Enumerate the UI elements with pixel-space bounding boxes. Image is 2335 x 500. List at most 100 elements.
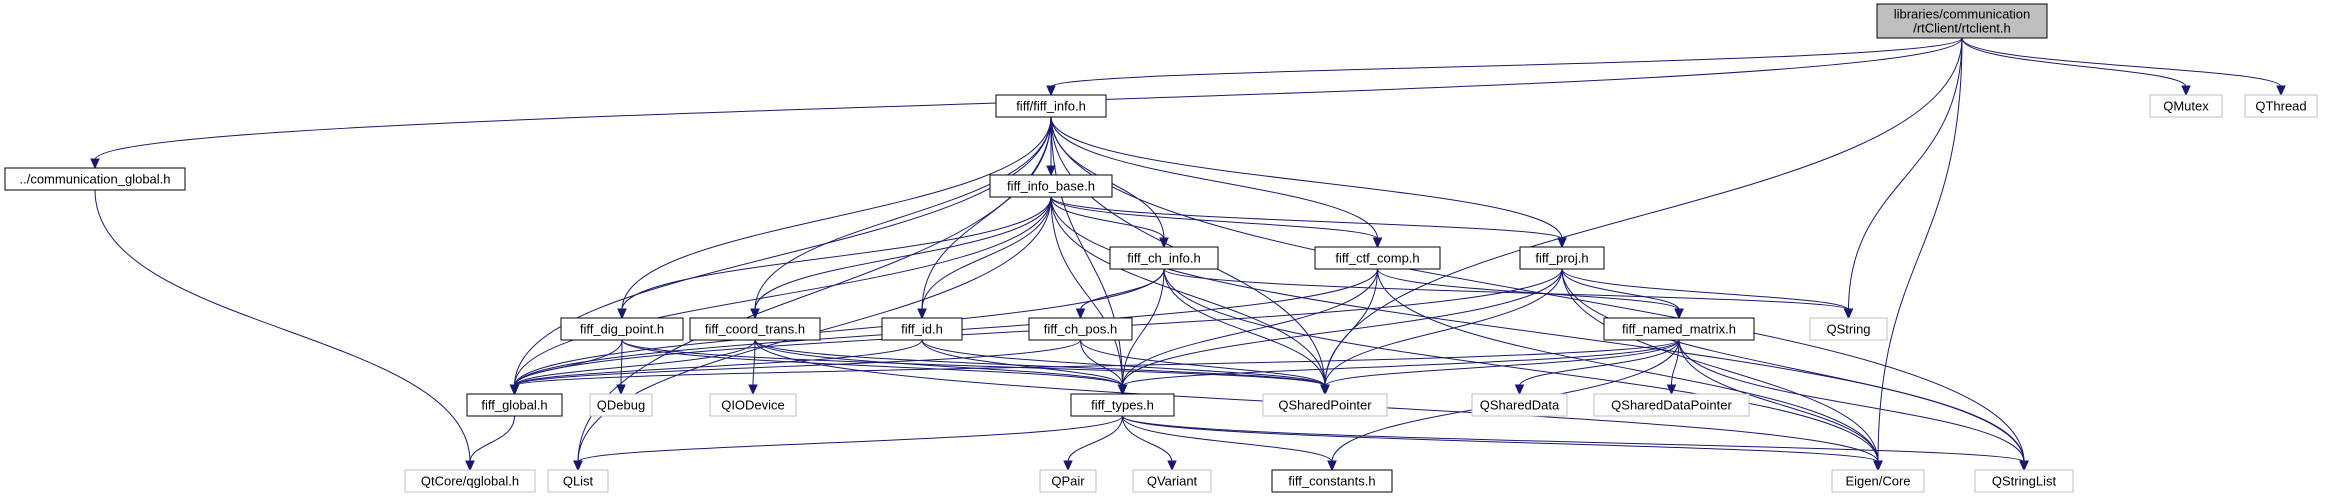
node-box [995,94,1107,118]
edge-fiff_types-to-qstringlist [1122,415,2029,472]
edge-layer [90,37,2286,472]
edge-rtclient-to-qstring [1843,37,1963,320]
node-qmutex: QMutex [2149,94,2223,118]
node-comm-global[interactable]: ../communication_global.h [4,167,186,191]
edge-rtclient-to-qthread [1961,37,2286,97]
node-label: fiff_id.h [901,322,943,337]
node-box [1109,246,1219,270]
edge-comm_global-to-qtcore_qglobal [94,189,475,472]
edge-fiff_id-to-fiff_global [509,339,923,396]
edge-fiff_info-to-fiff_coord_trans [750,116,1052,320]
node-label: QString [1826,322,1870,337]
node-label: fiff_dig_point.h [580,322,664,337]
node-label: fiff_ctf_comp.h [1335,251,1419,266]
node-label: fiff_ch_info.h [1127,251,1200,266]
node-label: fiff_types.h [1091,398,1154,413]
edge-fiff_named_matrix-to-qshareddata [1514,339,1680,396]
node-label: QVariant [1147,474,1198,489]
node-label: Eigen/Core [1845,474,1910,489]
node-box [881,317,963,341]
edge-fiff_named_matrix-to-qsharedpointer [1320,339,1680,396]
edge-fiff_info-to-fiff_global [509,116,1052,396]
node-fiff-ctf-comp[interactable]: fiff_ctf_comp.h [1314,246,1441,270]
edge-rtclient-to-fiff_info [1046,37,1963,97]
node-box [1593,393,1750,417]
node-label: /rtClient/rtclient.h [1913,21,2011,36]
node-fiff-info[interactable]: fiff/fiff_info.h [995,94,1107,118]
edge-fiff_info_base-to-fiff_ch_info [1050,196,1169,249]
node-rtclient[interactable]: libraries/communication/rtClient/rtclien… [1876,3,2048,39]
node-fiff-named-matrix[interactable]: fiff_named_matrix.h [1603,317,1755,341]
edge-rtclient-to-qsharedpointer [1320,37,1963,396]
node-label: QSharedPointer [1278,398,1372,413]
node-label: libraries/communication [1894,7,2031,22]
edge-rtclient-to-qmutex [1961,37,2191,97]
edge-fiff_types-to-qlist [573,415,1123,472]
edge-fiff_named_matrix-to-qshareddatapointer [1666,339,1680,396]
node-qthread: QThread [2244,94,2318,118]
node-fiff-proj[interactable]: fiff_proj.h [1519,246,1605,270]
edge-fiff_proj-to-qstring [1561,268,1854,320]
node-label: QSharedDataPointer [1611,398,1732,413]
node-fiff-coord-trans[interactable]: fiff_coord_trans.h [689,317,821,341]
edge-fiff_types-to-qpair [1063,415,1123,472]
node-eigen-core: Eigen/Core [1831,469,1925,493]
node-fiff-types[interactable]: fiff_types.h [1070,393,1175,417]
node-qpair: QPair [1039,469,1097,493]
node-label: QIODevice [721,398,785,413]
node-fiff-info-base[interactable]: fiff_info_base.h [989,174,1113,198]
node-label: fiff_proj.h [1535,251,1588,266]
edge-fiff_ch_info-to-fiff_ch_pos [1075,268,1165,320]
node-box [1314,246,1441,270]
edge-fiff_global-to-qtcore_qglobal [465,415,515,472]
node-qvariant: QVariant [1132,469,1212,493]
node-label: fiff_ch_pos.h [1044,322,1117,337]
node-qsharedpointer: QSharedPointer [1262,393,1388,417]
node-box [1519,246,1605,270]
node-qiodevice: QIODevice [709,393,797,417]
node-box [1831,469,1925,493]
node-label: QList [563,474,594,489]
node-label: QDebug [597,398,645,413]
edge-fiff_info_base-to-fiff_dig_point [617,196,1052,320]
node-label: fiff_global.h [481,398,547,413]
node-qshareddatapointer: QSharedDataPointer [1593,393,1750,417]
node-box [689,317,821,341]
node-label: QThread [2255,99,2306,114]
edge-rtclient-to-eigen_core [1873,37,1963,472]
node-qstring: QString [1809,317,1888,341]
node-fiff-id[interactable]: fiff_id.h [881,317,963,341]
node-box [1028,317,1133,341]
node-qlist: QList [547,469,609,493]
node-label: fiff_constants.h [1288,474,1375,489]
node-box [1974,469,2074,493]
node-qshareddata: QSharedData [1471,393,1568,417]
edge-fiff_dig_point-to-qdebug [616,339,626,396]
node-box [1471,393,1568,417]
node-fiff-ch-info[interactable]: fiff_ch_info.h [1109,246,1219,270]
edge-fiff_info-to-fiff_dig_point [617,116,1052,320]
node-box [1132,469,1212,493]
node-fiff-ch-pos[interactable]: fiff_ch_pos.h [1028,317,1133,341]
node-label: QPair [1051,474,1085,489]
edge-fiff_info_base-to-fiff_proj [1050,196,1567,249]
node-box [404,469,536,493]
node-box [547,469,609,493]
edge-fiff_proj-to-fiff_types [1117,268,1563,396]
edge-fiff_ch_info-to-qstring [1163,268,1854,320]
node-fiff-constants[interactable]: fiff_constants.h [1271,469,1393,493]
edge-fiff_info-to-qlist [573,116,1052,472]
node-box [2244,94,2318,118]
edge-fiff_named_matrix-to-fiff_types [1117,339,1680,396]
node-fiff-global[interactable]: fiff_global.h [466,393,563,417]
node-box [1603,317,1755,341]
edge-fiff_named_matrix-to-fiff_global [509,339,1680,396]
node-qtcore-qglobal: QtCore/qglobal.h [404,469,536,493]
node-box [560,317,684,341]
node-box [2149,94,2223,118]
node-fiff-dig-point[interactable]: fiff_dig_point.h [560,317,684,341]
node-label: fiff_coord_trans.h [705,322,805,337]
node-label: fiff_named_matrix.h [1622,322,1736,337]
edge-fiff_types-to-qvariant [1122,415,1177,472]
